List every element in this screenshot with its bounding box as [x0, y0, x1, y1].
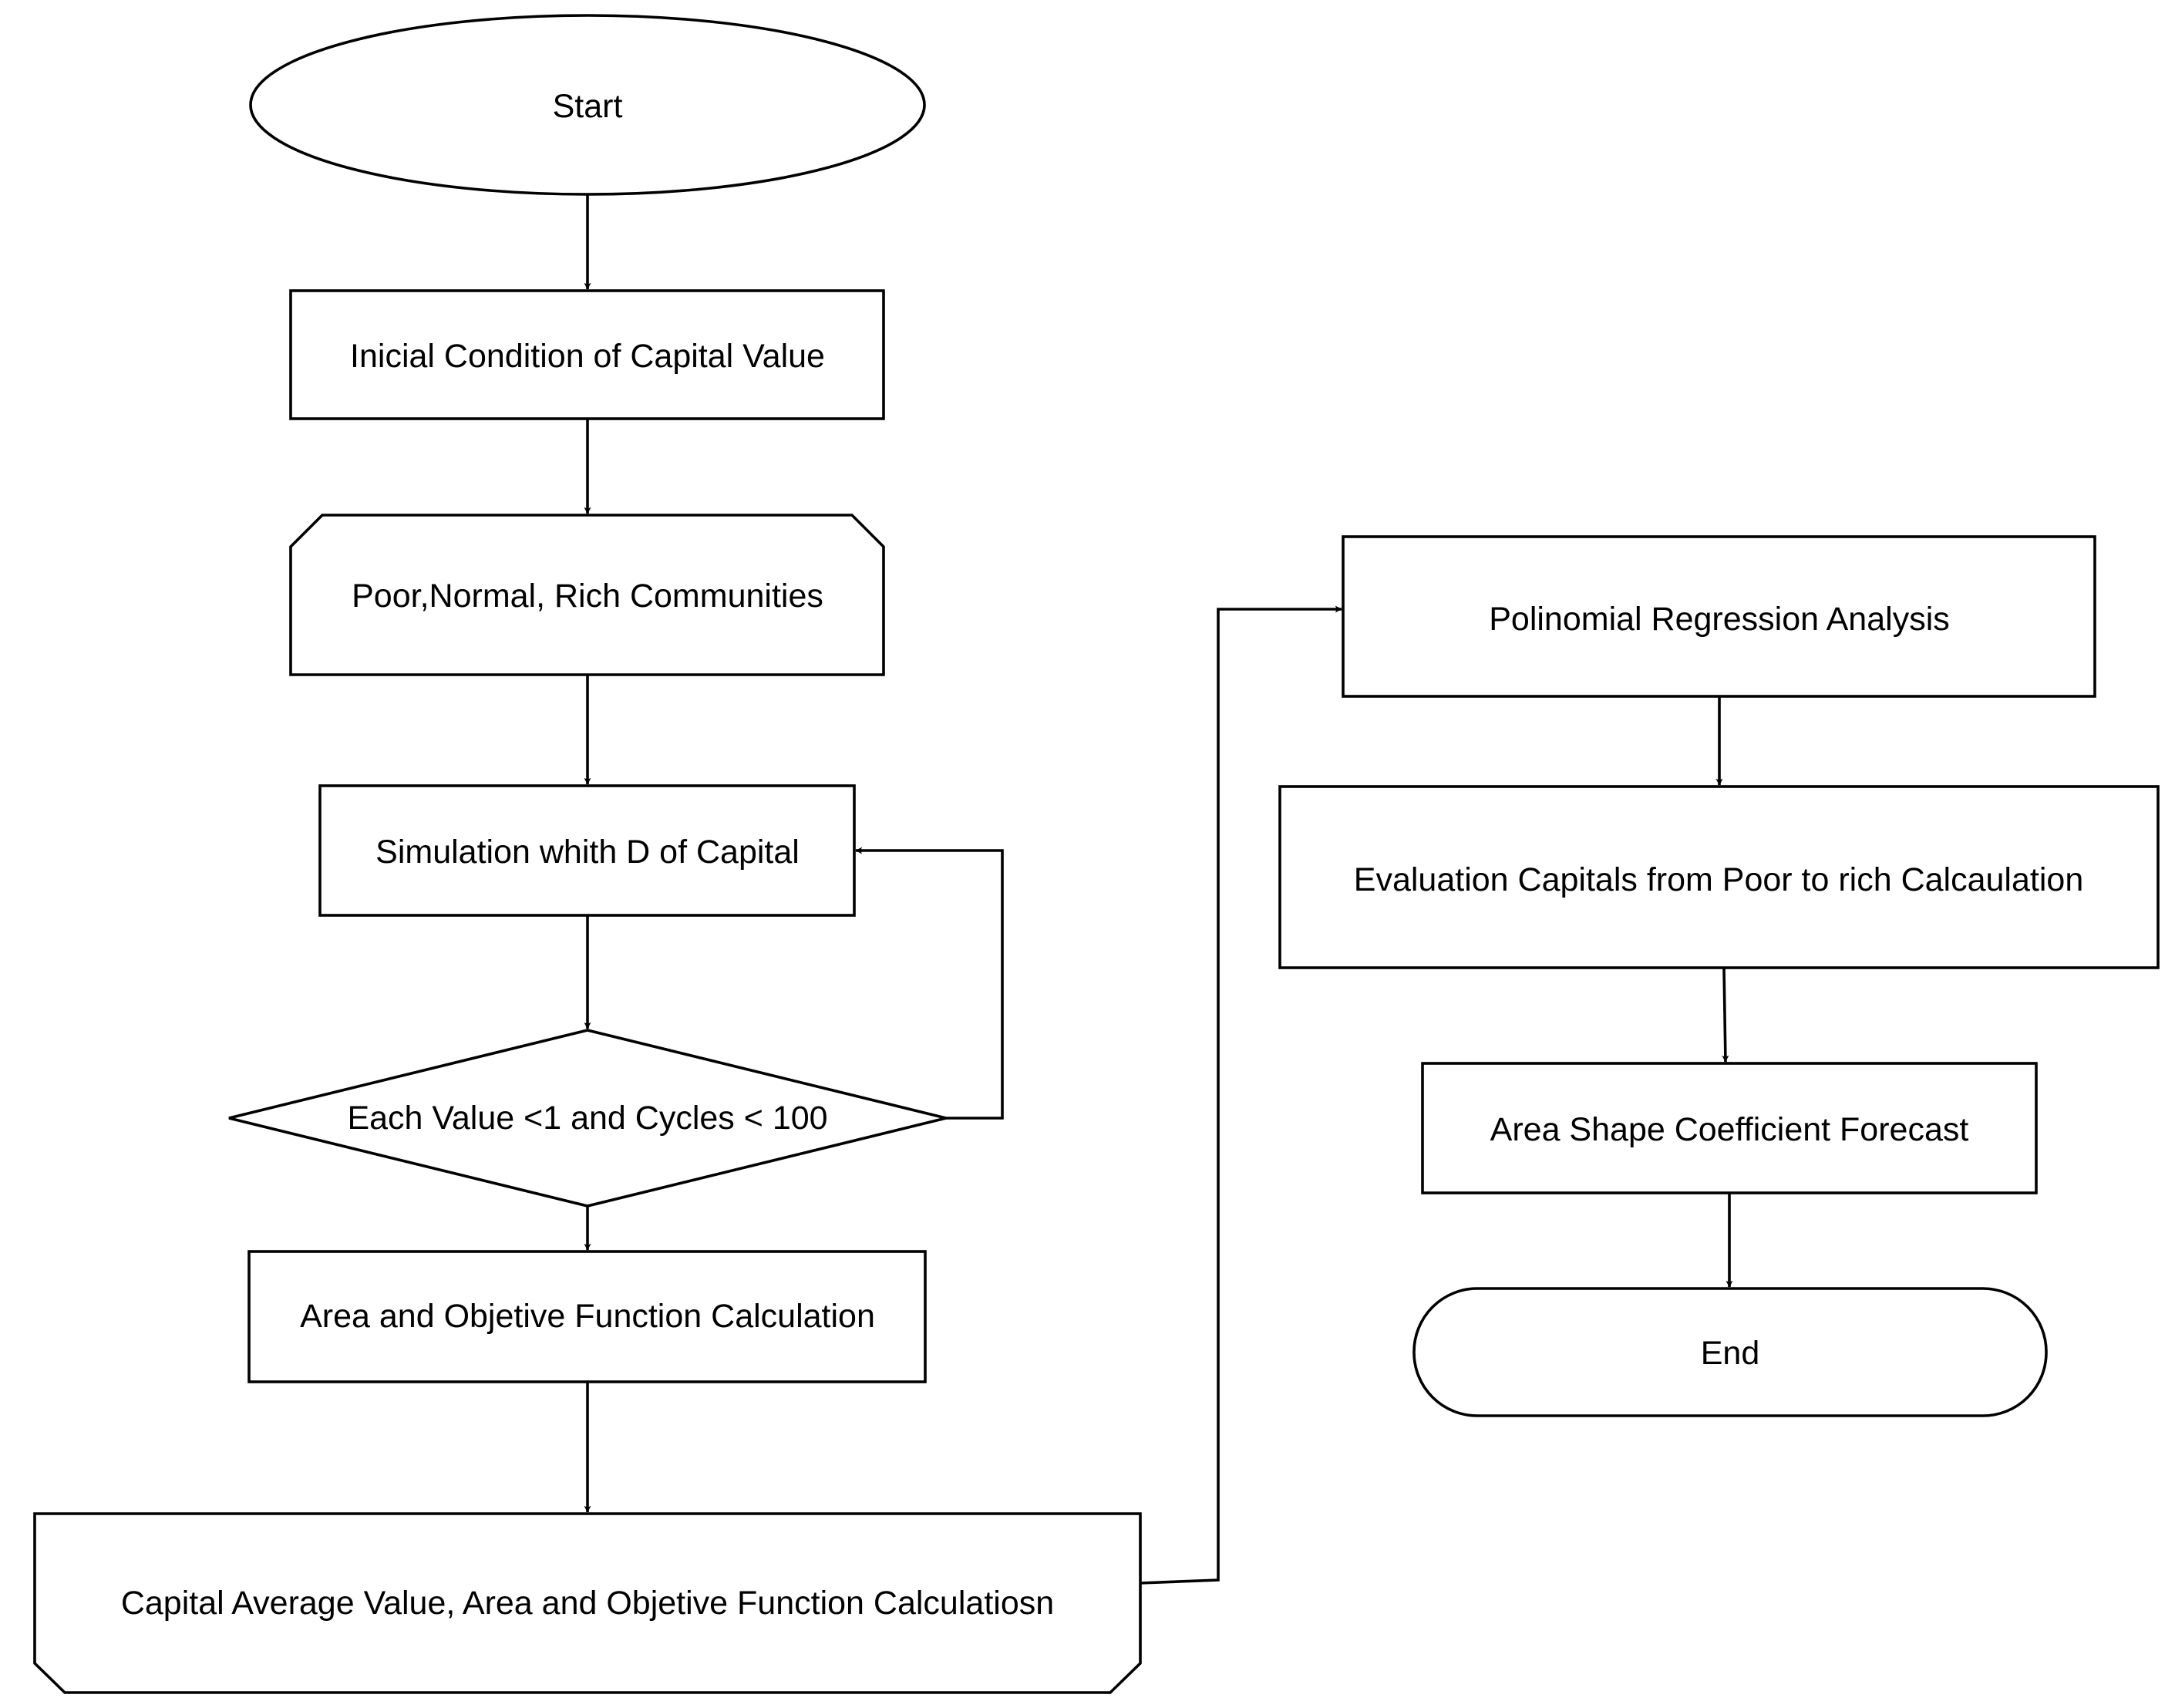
area-shape-forecast-process	[1421, 1062, 2038, 1194]
arrow-evaluation-to-forecast	[1722, 967, 1729, 1063]
polynomial-regression-label: Polinomial Regression Analysis	[1489, 601, 1950, 638]
arrow-decision-loop-back	[855, 847, 1004, 1120]
evaluation-label: Evaluation Capitals from Poor to rich Ca…	[1354, 861, 2083, 898]
area-shape-forecast-label: Area Shape Coefficient Forecast	[1490, 1111, 1969, 1148]
decision-label: Each Value <1 and Cycles < 100	[347, 1100, 827, 1137]
end-label: End	[1701, 1335, 1760, 1372]
capital-average-manual-operation	[33, 1512, 1142, 1694]
initial-condition-label: Inicial Condition of Capital Value	[350, 338, 825, 375]
simulation-label: Simulation whith D of Capital	[375, 834, 800, 871]
polynomial-regression-process	[1342, 535, 2096, 698]
start-label: Start	[553, 88, 623, 125]
communities-preparation	[289, 514, 885, 676]
area-objective-process	[247, 1250, 927, 1383]
arrow-capital-average-to-regression	[1140, 605, 1342, 1585]
area-objective-label: Area and Objetive Function Calculation	[300, 1298, 875, 1335]
capital-average-label: Capital Average Value, Area and Objetive…	[121, 1585, 1054, 1622]
evaluation-process	[1278, 785, 2160, 969]
end-terminator	[1412, 1287, 2048, 1417]
communities-label: Poor,Normal, Rich Communities	[352, 578, 823, 615]
initial-condition-process	[289, 289, 885, 420]
start-terminator	[249, 14, 926, 196]
simulation-process	[318, 784, 856, 917]
